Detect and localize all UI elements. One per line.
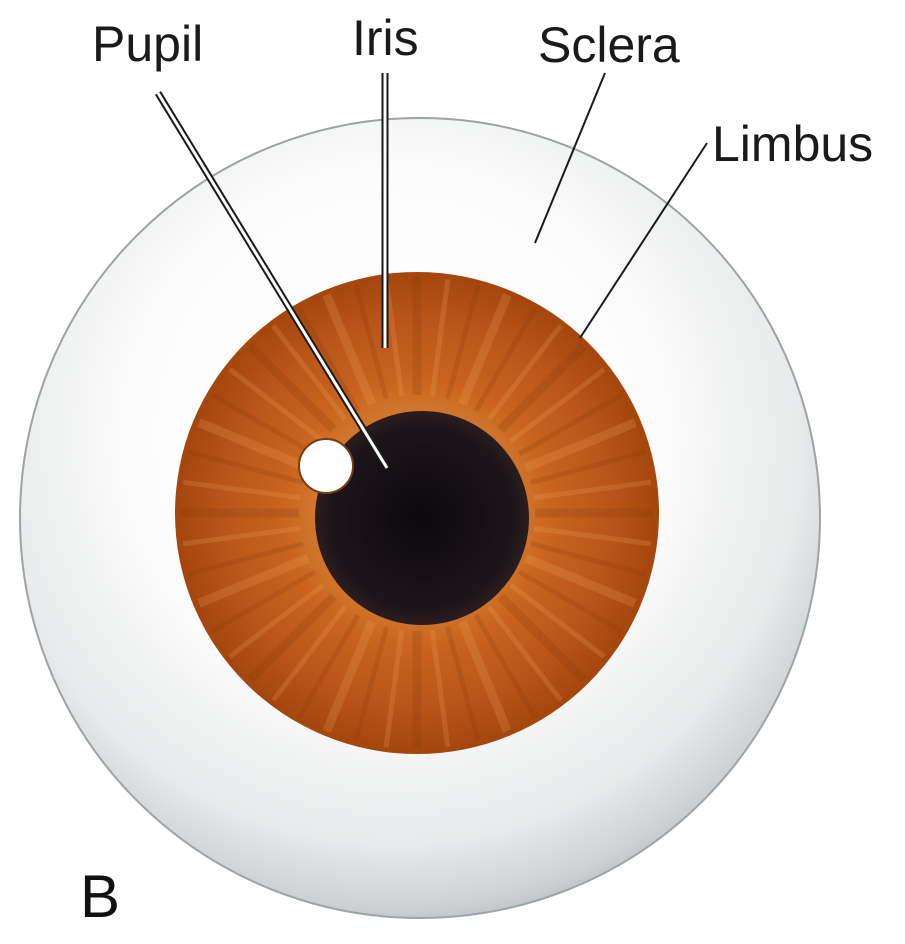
label-sclera: Sclera <box>538 20 680 70</box>
label-iris: Iris <box>352 13 419 63</box>
label-limbus: Limbus <box>712 119 873 169</box>
label-pupil: Pupil <box>92 19 203 69</box>
panel-letter: B <box>80 867 120 927</box>
light-reflection <box>299 439 353 493</box>
pupil-shape <box>315 411 529 625</box>
